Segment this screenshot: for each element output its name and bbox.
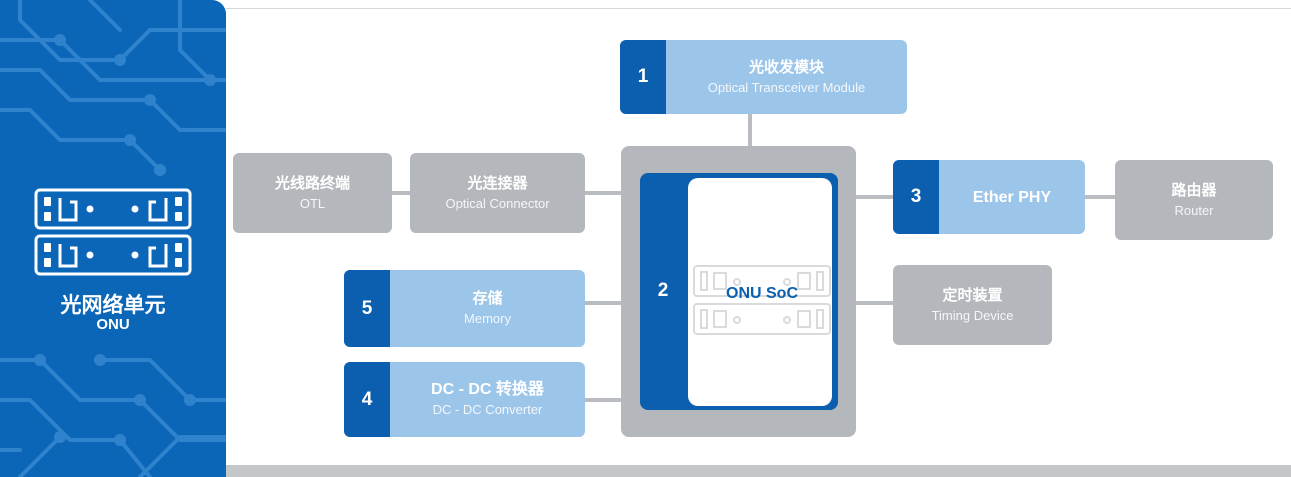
block-label-en: OTL: [299, 195, 326, 211]
block-number: 5: [344, 270, 390, 347]
soc-label: ONU SoC: [726, 285, 798, 302]
block-caption: Ether PHY: [939, 188, 1085, 207]
block-label-zh: 光收发模块: [748, 58, 824, 76]
onu-device-icon: [34, 188, 192, 276]
block-number: 4: [344, 362, 390, 437]
otl-block: 光线路终端 OTL: [233, 153, 392, 233]
block-label-zh: 定时装置: [942, 286, 1003, 304]
memory-block: 5 存储 Memory: [344, 270, 585, 347]
connector-connector-soc: [585, 191, 623, 195]
block-label-en: Router: [1174, 202, 1214, 218]
block-label-en: Optical Transceiver Module: [707, 79, 866, 95]
connector-memory-soc: [585, 301, 623, 305]
block-caption: 存储 Memory: [390, 289, 585, 328]
block-caption: 光连接器 Optical Connector: [410, 174, 585, 213]
block-label-zh: DC - DC 转换器: [431, 381, 544, 398]
optical-transceiver-block: 1 光收发模块 Optical Transceiver Module: [620, 40, 907, 114]
circuit-pattern-icon: [0, 0, 226, 477]
block-caption: 定时装置 Timing Device: [893, 286, 1052, 325]
connector-ether-router: [1084, 195, 1116, 199]
router-block: 路由器 Router: [1115, 160, 1273, 240]
onu-subtitle: ONU: [96, 316, 130, 333]
block-caption: DC - DC 转换器 DC - DC Converter: [390, 380, 585, 419]
connector-otl-connector: [392, 191, 410, 195]
block-label-zh: 路由器: [1171, 181, 1217, 199]
block-label-en: Memory: [464, 311, 511, 326]
block-label-zh: 存储: [472, 290, 503, 307]
block-label-zh: 光连接器: [467, 174, 528, 192]
soc-chip-area: [688, 178, 832, 406]
connector-soc-timing: [854, 301, 894, 305]
timing-device-block: 定时装置 Timing Device: [893, 265, 1052, 345]
connector-transceiver-soc: [748, 114, 752, 148]
ether-phy-block: 3 Ether PHY: [893, 160, 1085, 234]
onu-side-panel: 光网络单元 ONU: [0, 0, 226, 477]
soc-chip-icon: [693, 265, 831, 335]
block-number: 3: [893, 160, 939, 234]
block-caption: 光线路终端 OTL: [233, 174, 392, 213]
block-label-en: Optical Connector: [445, 195, 550, 211]
dc-dc-converter-block: 4 DC - DC 转换器 DC - DC Converter: [344, 362, 585, 437]
block-caption: 光收发模块 Optical Transceiver Module: [666, 58, 907, 97]
optical-connector-block: 光连接器 Optical Connector: [410, 153, 585, 233]
connector-dcdc-soc: [585, 398, 623, 402]
onu-title: 光网络单元: [60, 294, 166, 317]
block-label-en: DC - DC Converter: [432, 402, 543, 417]
block-number: 1: [620, 40, 666, 114]
connector-soc-ether: [854, 195, 894, 199]
block-label-zh: 光线路终端: [274, 174, 350, 192]
block-label: Ether PHY: [972, 188, 1052, 206]
block-label-en: Timing Device: [931, 307, 1014, 323]
soc-number: 2: [657, 280, 669, 301]
bottom-bar: [226, 465, 1291, 477]
block-caption: 路由器 Router: [1115, 181, 1273, 220]
